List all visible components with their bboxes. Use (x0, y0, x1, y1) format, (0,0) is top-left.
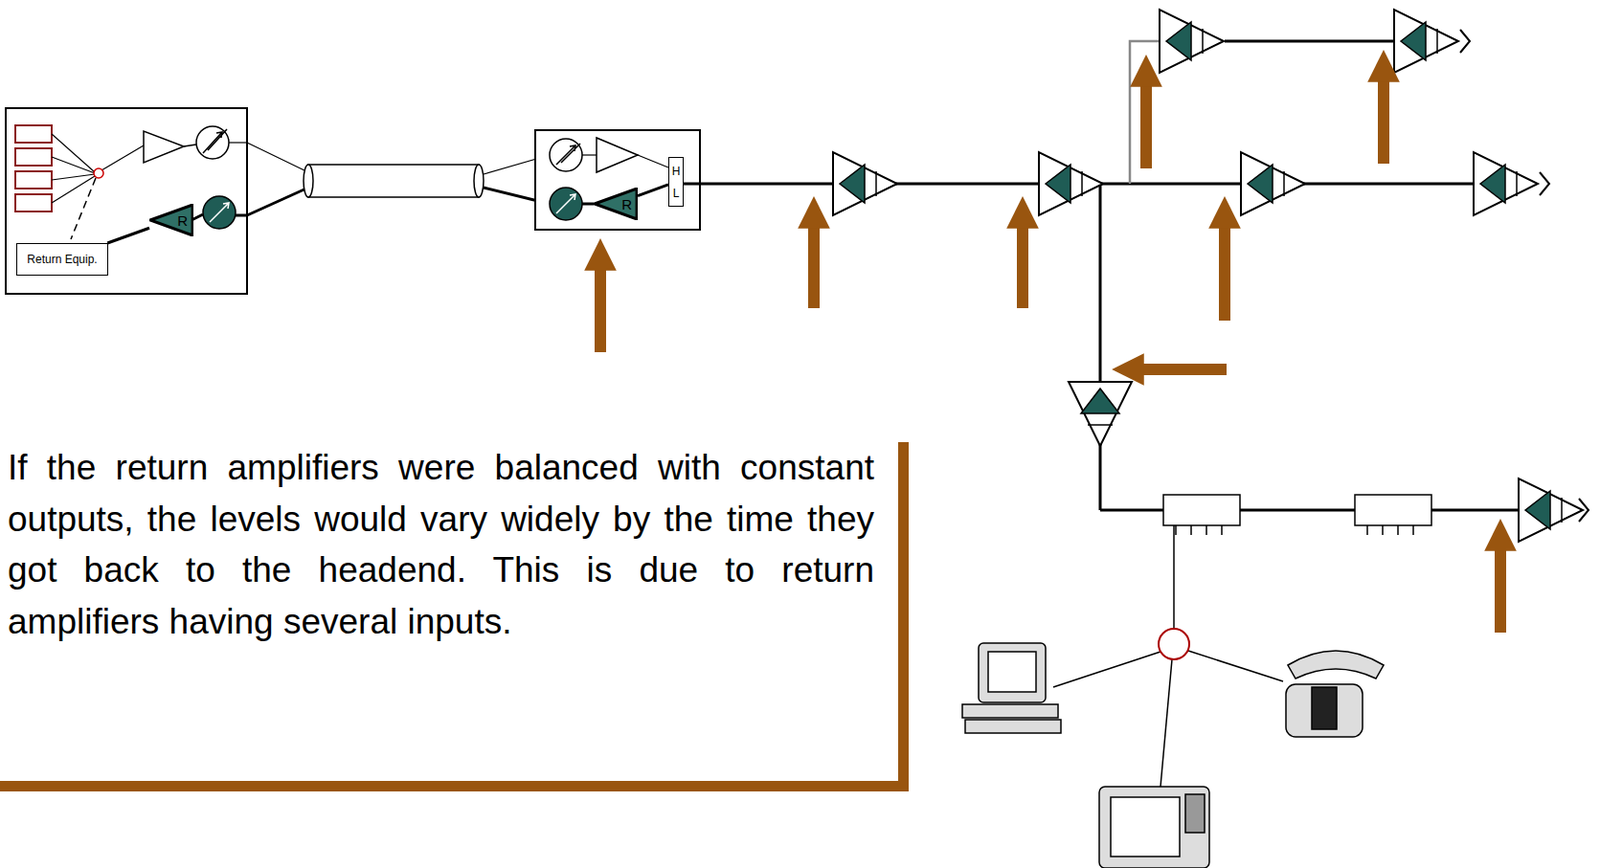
filter-label: L (673, 187, 680, 200)
home-devices (962, 629, 1384, 868)
box-label: Return Equip. (26, 252, 97, 267)
headend (5, 108, 248, 294)
amplifier-label: R (621, 196, 632, 213)
return-amplifier: R (149, 203, 194, 237)
return-path-wire (637, 184, 669, 197)
note-bracket (0, 442, 909, 792)
amplifier-label: R (177, 212, 188, 229)
return-arrows (600, 75, 1501, 633)
fiber-link (247, 142, 550, 216)
filter-label: H (672, 165, 681, 178)
taps (1163, 495, 1432, 536)
return-path-wire (107, 227, 150, 244)
amplifiers (833, 9, 1589, 542)
return-amplifier: R (593, 187, 638, 221)
fiber-node (535, 130, 700, 230)
note-text: If the return amplifiers were balanced w… (7, 442, 875, 649)
coax-plant (699, 41, 1521, 630)
equipment-box: Return Equip. (16, 243, 109, 276)
diplex-filter: HL (668, 157, 684, 207)
